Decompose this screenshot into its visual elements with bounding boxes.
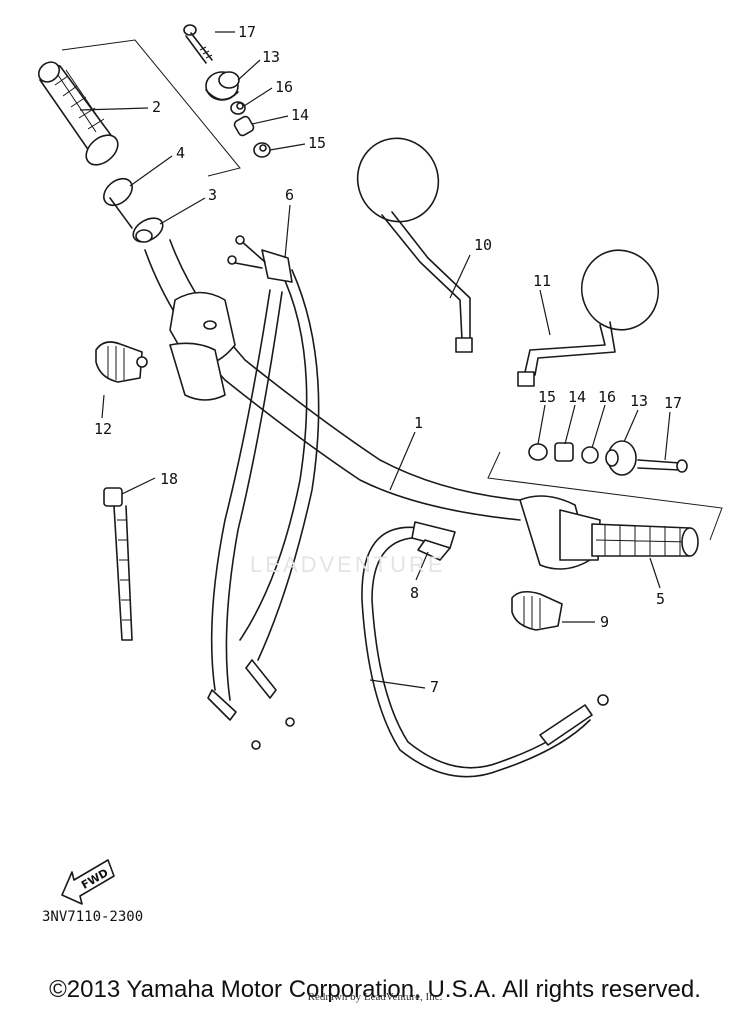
part-6-throttle-cables	[207, 235, 320, 750]
copyright-notice: ©2013 Yamaha Motor Corporation, U.S.A. A…	[49, 976, 701, 1003]
part-12-switch-housing	[95, 341, 148, 383]
callout-4: 4	[176, 144, 185, 162]
callout-1: 1	[414, 414, 423, 432]
part-10-left-mirror	[356, 137, 473, 353]
leadventure-watermark: LEADVENTURE	[250, 552, 446, 577]
redraw-note: Redrawn by LeadVenture, Inc.	[307, 991, 443, 1003]
fwd-arrow-icon: FWD	[61, 859, 115, 905]
callout-numbers: 17 13 16 14 15 2 4 3 6 10 11 12 1 15 14 …	[94, 23, 682, 696]
part-15-nut-right	[528, 443, 548, 461]
part-1-handlebar	[144, 239, 521, 521]
part-4-grip-collar	[103, 177, 133, 229]
part-16-collar-right	[581, 446, 599, 464]
part-14-damper-right	[554, 442, 574, 462]
drawing-code: 3NV7110-2300	[42, 909, 144, 925]
part-7-clutch-cable	[361, 521, 609, 778]
callout-15-left: 15	[308, 134, 326, 152]
part-16-collar-left	[230, 101, 246, 115]
callout-17-left: 17	[238, 23, 256, 41]
part-9-switch-housing	[511, 590, 563, 631]
part-14-damper-left	[233, 115, 255, 137]
part-17-bolt-right	[637, 459, 688, 473]
right-grouping-bracket	[487, 451, 723, 541]
part-8-adjuster	[417, 539, 451, 561]
part-15-nut-left	[253, 142, 271, 158]
part-13-bar-end-weight-left	[205, 71, 240, 101]
callout-16-right: 16	[598, 388, 616, 406]
leader-lines	[79, 31, 671, 689]
callout-2: 2	[152, 98, 161, 116]
callout-3: 3	[208, 186, 217, 204]
callout-16-left: 16	[275, 78, 293, 96]
callout-6: 6	[285, 186, 294, 204]
callout-15-right: 15	[538, 388, 556, 406]
callout-7: 7	[430, 678, 439, 696]
callout-13-right: 13	[630, 392, 648, 410]
part-18-cable-tie	[103, 487, 133, 641]
callout-17-right: 17	[664, 394, 682, 412]
part-2-left-grip	[37, 61, 119, 166]
callout-5: 5	[656, 590, 665, 608]
callout-11: 11	[533, 272, 551, 290]
part-17-bolt-left	[183, 24, 213, 64]
callout-13-left: 13	[262, 48, 280, 66]
callout-14-left: 14	[291, 106, 309, 124]
part-13-bar-end-weight-right	[605, 440, 637, 476]
part-5-right-grip	[519, 495, 699, 570]
part-3-holder	[132, 217, 164, 243]
callout-12: 12	[94, 420, 112, 438]
callout-9: 9	[600, 613, 609, 631]
callout-10: 10	[474, 236, 492, 254]
part-11-right-mirror	[517, 249, 660, 387]
callout-8: 8	[410, 584, 419, 602]
callout-14-right: 14	[568, 388, 586, 406]
left-grouping-bracket	[61, 39, 241, 177]
callout-18: 18	[160, 470, 178, 488]
